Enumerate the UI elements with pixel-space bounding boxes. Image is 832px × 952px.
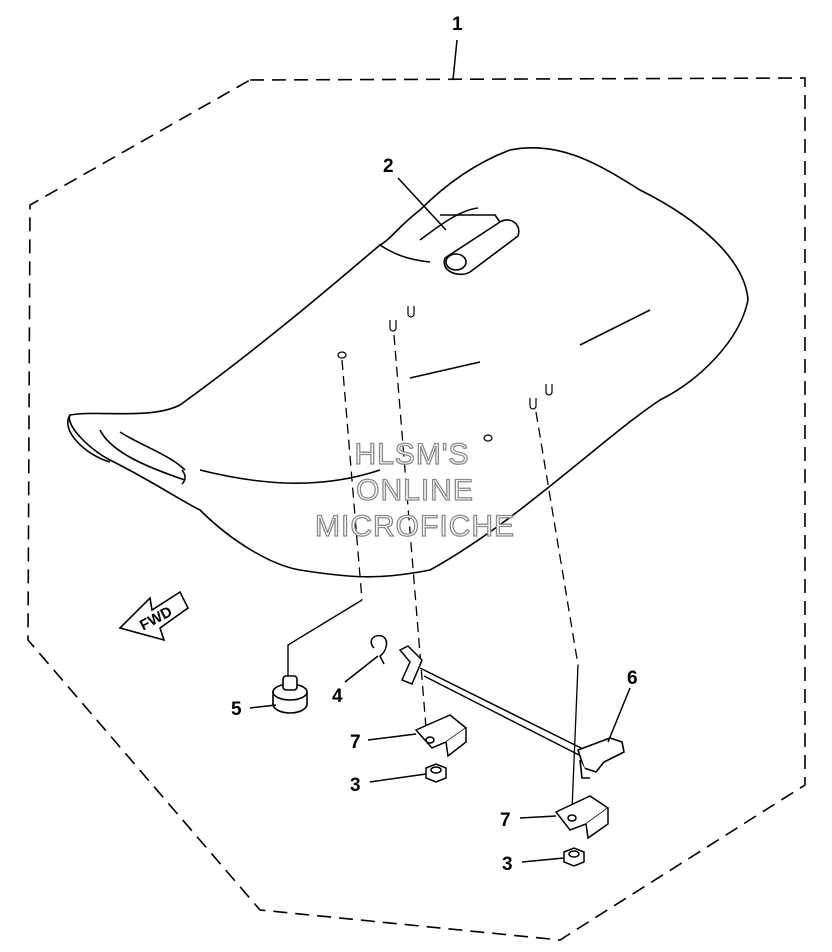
callout-part-5: 5 (231, 699, 242, 720)
part-4-clip (370, 634, 388, 665)
part-7-bracket-lower (554, 795, 610, 840)
leader-part-7-upper (367, 733, 417, 741)
watermark-line-2: ONLINE (356, 474, 474, 507)
callout-part-6: 6 (627, 668, 638, 689)
latch-rod (398, 645, 586, 759)
watermark-line-3: MICROFICHE (315, 510, 515, 543)
part-3-nut-upper (425, 763, 447, 783)
callout-part-3-lower: 3 (502, 854, 513, 875)
leader-part-7-lower (519, 815, 557, 819)
seat (67, 146, 749, 578)
leader-part-4 (344, 655, 379, 683)
part-3-nut-lower (563, 847, 585, 867)
alignment-lines (341, 334, 579, 741)
callout-part-4: 4 (332, 686, 343, 707)
seat-mount-holes (337, 306, 553, 442)
watermark: HLSM'S ONLINE MICROFICHE (314, 437, 515, 543)
callout-part-1: 1 (452, 14, 463, 35)
callout-part-3-upper: 3 (350, 775, 361, 796)
fwd-arrow: FWD (118, 590, 190, 642)
callout-part-7-upper: 7 (350, 732, 361, 753)
leader-part-2 (397, 177, 447, 231)
part-7-bracket-upper (414, 714, 468, 758)
leader-part-1 (452, 39, 458, 81)
assembly-boundary (27, 77, 806, 941)
leader-part-5 (249, 704, 277, 709)
leader-part-3-lower (521, 857, 565, 863)
leader-part-6 (607, 687, 631, 743)
leader-part-3-upper (369, 773, 427, 783)
part-5-damper (272, 675, 308, 714)
watermark-line-1: HLSM'S (354, 438, 469, 471)
leader-part-5-mount (287, 599, 363, 688)
callout-part-2: 2 (383, 156, 394, 177)
part-6-hook (576, 737, 625, 779)
callout-part-7-lower: 7 (500, 810, 511, 831)
part-2-bumper (440, 214, 520, 276)
